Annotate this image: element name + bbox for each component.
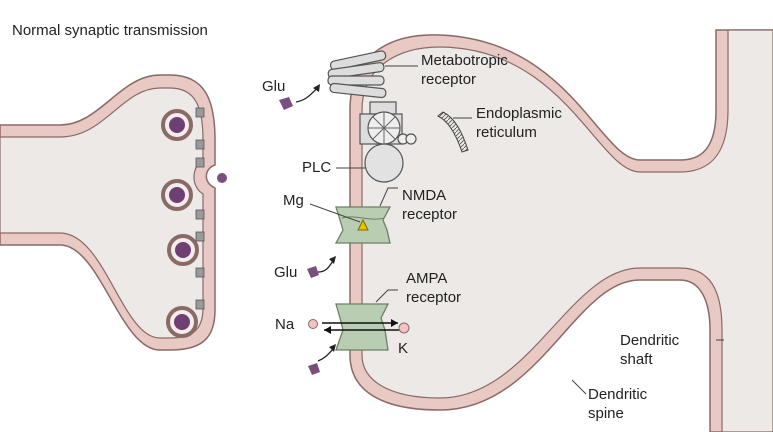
arrow	[295, 87, 319, 103]
glutamate-molecule	[217, 173, 227, 183]
ampa-receptor	[322, 303, 400, 351]
leader-lines	[309, 65, 724, 395]
potassium-ion	[398, 322, 410, 334]
label-na: Na	[275, 316, 295, 333]
endoplasmic-reticulum	[437, 111, 469, 153]
presynaptic-terminal	[0, 74, 227, 351]
label-plc: PLC	[302, 159, 332, 176]
synaptic-vesicle	[166, 306, 198, 338]
arrow	[317, 259, 335, 273]
plc-complex	[359, 101, 417, 183]
label-er-line2: reticulum	[476, 124, 537, 141]
postsynaptic-dendrite	[349, 29, 773, 432]
label-metabotropic-line2: receptor	[421, 71, 477, 88]
label-shaft-line2: shaft	[620, 351, 653, 368]
glutamate-molecule	[308, 363, 320, 375]
sodium-ion	[308, 319, 318, 329]
label-spine-line1: Dendritic	[588, 386, 648, 403]
label-nmda-line2: receptor	[402, 206, 458, 223]
label-glu-mid: Glu	[274, 264, 298, 281]
nmda-receptor	[334, 206, 392, 244]
label-glu-top: Glu	[262, 78, 286, 95]
label-er-line1: Endoplasmic	[476, 105, 562, 122]
label-nmda-line1: NMDA	[402, 187, 447, 204]
synaptic-vesicle	[161, 179, 193, 211]
label-mg: Mg	[283, 192, 304, 209]
arrow	[317, 347, 335, 362]
label-shaft-line1: Dendritic	[620, 332, 680, 349]
label-ampa-line1: AMPA	[406, 270, 448, 287]
label-ampa-line2: receptor	[406, 289, 462, 306]
glutamate-molecule	[279, 97, 293, 110]
synaptic-vesicle	[161, 109, 193, 141]
label-spine-line2: spine	[588, 405, 624, 422]
label-metabotropic-line1: Metabotropic	[421, 52, 508, 69]
label-k: K	[398, 340, 409, 357]
diagram-title: Normal synaptic transmission	[12, 22, 208, 39]
glutamate-molecule	[307, 266, 319, 278]
synaptic-vesicle	[167, 234, 199, 266]
metabotropic-receptor	[327, 50, 387, 99]
